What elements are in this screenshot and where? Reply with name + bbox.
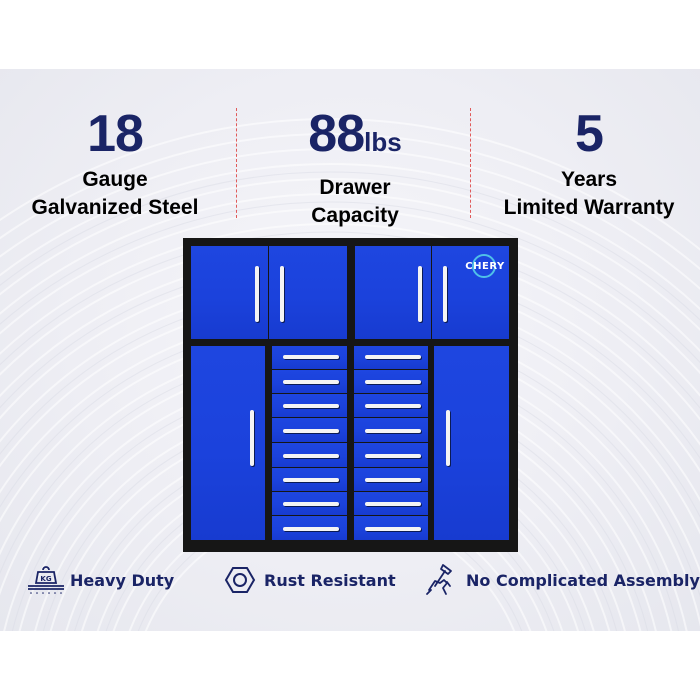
drawer-handle bbox=[283, 527, 339, 531]
drawer-handle bbox=[365, 502, 421, 506]
drawer-handle bbox=[283, 429, 339, 433]
feature-label: Rust Resistant bbox=[264, 570, 396, 590]
divider-right bbox=[470, 108, 471, 218]
door-handle bbox=[280, 266, 284, 322]
brand-logo-text: CHERY bbox=[465, 261, 505, 272]
drawer-handle bbox=[365, 429, 421, 433]
stat-unit: lbs bbox=[364, 127, 402, 157]
brand-logo: CHERY bbox=[460, 254, 510, 284]
svg-text:KG: KG bbox=[40, 575, 51, 583]
stat-label-line1: Gauge bbox=[82, 168, 148, 191]
stat-gauge: 18 Gauge Galvanized Steel bbox=[8, 108, 222, 222]
stat-number: 88lbs bbox=[308, 105, 402, 163]
stat-label-line1: Years bbox=[560, 168, 618, 191]
drawer-handle bbox=[365, 355, 421, 359]
hex-nut-icon bbox=[220, 562, 260, 598]
divider-left bbox=[236, 108, 237, 218]
cabinet-frame bbox=[183, 238, 518, 552]
drawer-handle bbox=[365, 454, 421, 458]
stat-number: 5 bbox=[575, 105, 604, 163]
weight-kg-icon: KG bbox=[26, 562, 66, 598]
stat-label-line2: Galvanized Steel bbox=[31, 196, 199, 219]
feature-heavy-duty: KG Heavy Duty bbox=[26, 562, 174, 598]
feature-label: No Complicated Assembly bbox=[466, 570, 700, 590]
drawer-handle bbox=[365, 478, 421, 482]
hand-hammer-icon bbox=[422, 562, 462, 598]
stat-number: 18 bbox=[87, 105, 144, 163]
stat-label-line2: Capacity bbox=[311, 204, 399, 227]
drawer-handle bbox=[283, 502, 339, 506]
stat-capacity: 88lbs Drawer Capacity bbox=[240, 108, 470, 230]
drawer-handle bbox=[283, 355, 339, 359]
door-handle bbox=[250, 410, 254, 466]
door-handle bbox=[443, 266, 447, 322]
stat-warranty: 5 Years Limited Warranty bbox=[478, 108, 700, 222]
stat-label-line1: Drawer bbox=[319, 176, 391, 199]
door-handle bbox=[418, 266, 422, 322]
drawer-handle bbox=[283, 478, 339, 482]
drawer-handle bbox=[365, 527, 421, 531]
drawer-handle bbox=[365, 380, 421, 384]
feature-rust-resistant: Rust Resistant bbox=[220, 562, 396, 598]
door-handle bbox=[255, 266, 259, 322]
drawer-handle bbox=[283, 404, 339, 408]
feature-no-assembly: No Complicated Assembly bbox=[422, 562, 700, 598]
drawer-handle bbox=[283, 454, 339, 458]
drawer-handle bbox=[365, 404, 421, 408]
feature-label: Heavy Duty bbox=[70, 570, 175, 590]
drawer-handle bbox=[283, 380, 339, 384]
logo-ring-icon bbox=[472, 254, 496, 278]
door-handle bbox=[446, 410, 450, 466]
stat-label-line2: Limited Warranty bbox=[503, 196, 675, 219]
